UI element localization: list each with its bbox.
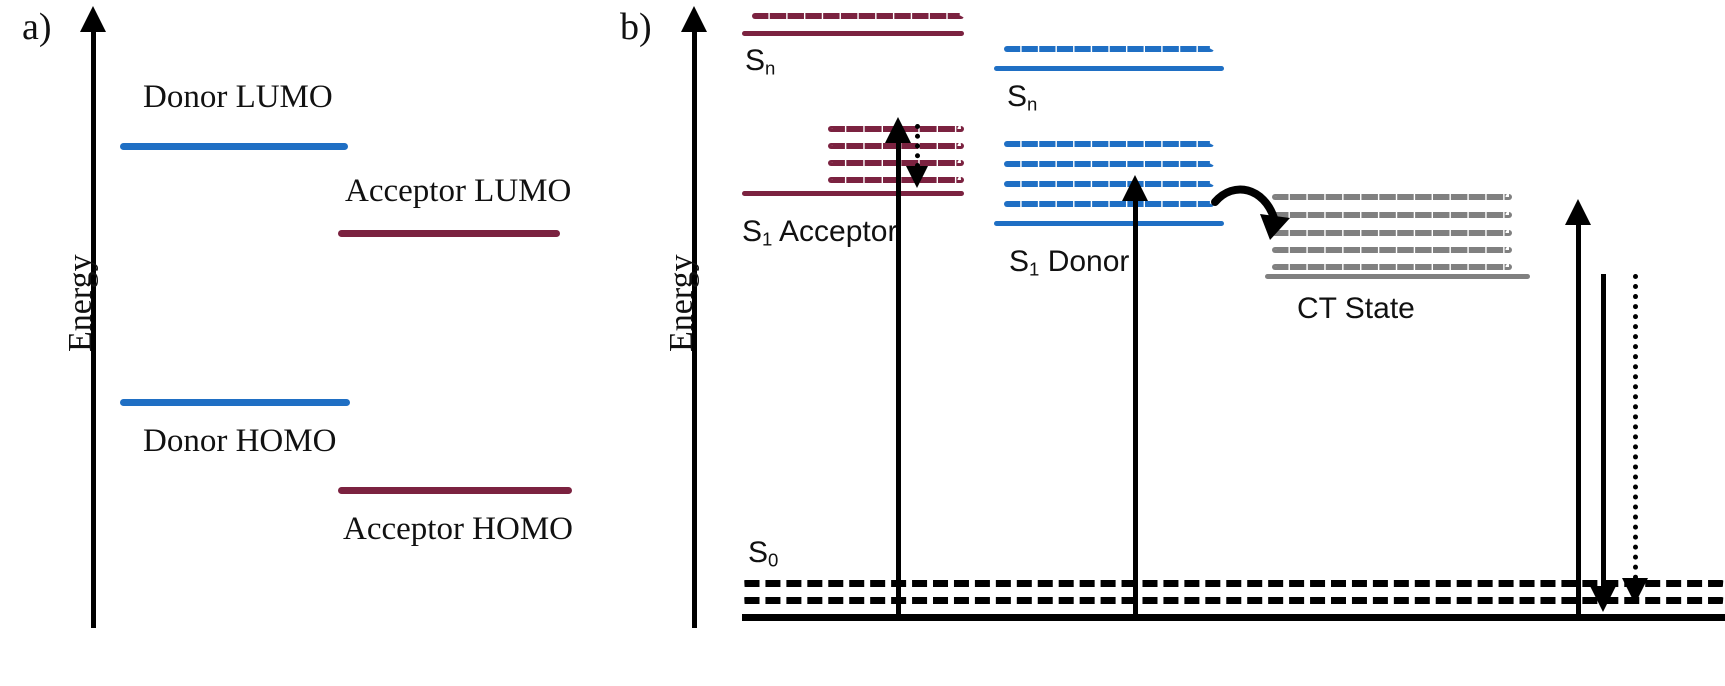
- acceptor-absorption-arrow-shaft: [896, 140, 901, 616]
- donor-s1-origin: [994, 221, 1224, 226]
- donor-homo-label: Donor HOMO: [143, 423, 337, 459]
- panel-a-axis-arrowhead-icon: [80, 6, 106, 32]
- acceptor-s1-label-sub: 1: [762, 228, 773, 250]
- panel-b-energy-axis: [692, 28, 697, 628]
- donor-sn-label: Sn: [1007, 80, 1037, 116]
- acceptor-sn-label-text: S: [745, 44, 766, 77]
- panel-b-axis-arrowhead-icon: [681, 6, 707, 32]
- panel-a-label: a): [22, 6, 52, 48]
- ct-state-vibronic-4: [1272, 212, 1512, 218]
- donor-lumo-level: [120, 143, 348, 150]
- panel-b-label: b): [620, 6, 652, 48]
- ground-state-label: S0: [748, 536, 778, 572]
- acceptor-homo-label: Acceptor HOMO: [343, 511, 574, 547]
- panel-b-axis-label: Energy: [663, 254, 700, 352]
- acceptor-absorption-arrowhead-icon: [885, 117, 911, 143]
- panel-a-energy-axis: [91, 28, 96, 628]
- ground-state-label-text: S: [748, 536, 769, 569]
- ct-emission-arrow-shaft: [1601, 274, 1606, 588]
- acceptor-relaxation-arrow-shaft: [915, 124, 920, 168]
- donor-sn-origin: [994, 66, 1224, 71]
- acceptor-s1-origin: [742, 191, 964, 196]
- ct-nonradiative-arrow-shaft: [1633, 274, 1638, 580]
- acceptor-sn-label-sub: n: [765, 57, 776, 79]
- acceptor-relaxation-arrowhead-icon: [906, 166, 928, 188]
- acceptor-s1-label-text: S: [742, 215, 763, 248]
- donor-s1-label-suffix: Donor: [1039, 245, 1130, 278]
- donor-s1-label-text: S: [1009, 245, 1030, 278]
- ct-state-vibronic-1: [1272, 264, 1512, 270]
- ct-absorption-arrow-shaft: [1576, 222, 1581, 616]
- acceptor-s1-label-suffix: Acceptor: [772, 215, 898, 248]
- donor-sn-vibronic-1: [1004, 46, 1214, 52]
- acceptor-sn-vibronic-1: [752, 13, 964, 19]
- donor-absorption-arrow-shaft: [1133, 198, 1138, 616]
- donor-lumo-label: Donor LUMO: [143, 79, 333, 115]
- donor-sn-label-text: S: [1007, 80, 1028, 113]
- donor-s1-vibronic-1: [1004, 201, 1214, 207]
- acceptor-lumo-label: Acceptor LUMO: [345, 173, 572, 209]
- ground-state-vibronic-2: [742, 580, 1725, 587]
- ct-state-origin: [1265, 274, 1530, 279]
- ground-state-origin: [742, 614, 1725, 621]
- ct-state-vibronic-3: [1272, 230, 1512, 236]
- panel-a-axis-label: Energy: [62, 254, 99, 352]
- ground-state-vibronic-1: [742, 597, 1725, 604]
- ct-state-label: CT State: [1297, 292, 1415, 325]
- donor-absorption-arrowhead-icon: [1122, 175, 1148, 201]
- ct-state-vibronic-2: [1272, 247, 1512, 253]
- acceptor-s1-label: S1 Acceptor: [742, 215, 897, 251]
- donor-sn-label-sub: n: [1027, 93, 1038, 115]
- ct-state-vibronic-5: [1272, 194, 1512, 200]
- ground-state-label-sub: 0: [768, 549, 779, 571]
- donor-s1-label-sub: 1: [1029, 258, 1040, 280]
- acceptor-sn-label: Sn: [745, 44, 775, 80]
- donor-s1-vibronic-4: [1004, 141, 1214, 147]
- ct-nonradiative-arrowhead-icon: [1622, 578, 1648, 604]
- donor-s1-vibronic-3: [1004, 161, 1214, 167]
- donor-s1-vibronic-2: [1004, 181, 1214, 187]
- acceptor-lumo-level: [338, 230, 560, 237]
- ct-absorption-arrowhead-icon: [1565, 199, 1591, 225]
- charge-transfer-curved-arrow: [1211, 185, 1290, 240]
- acceptor-homo-level: [338, 487, 572, 494]
- acceptor-sn-origin: [742, 31, 964, 36]
- donor-homo-level: [120, 399, 350, 406]
- donor-s1-label: S1 Donor: [1009, 245, 1129, 281]
- ct-emission-arrowhead-icon: [1590, 586, 1616, 612]
